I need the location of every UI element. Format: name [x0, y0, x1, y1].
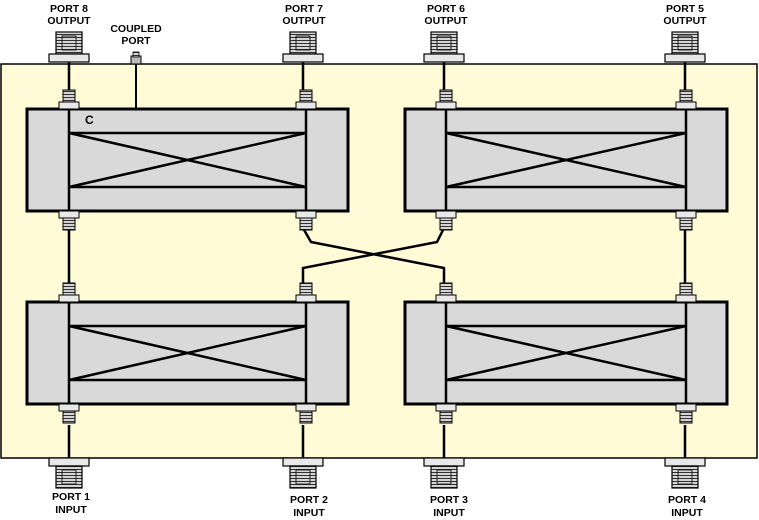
port7-role: OUTPUT [282, 15, 326, 27]
port4-role: INPUT [671, 507, 703, 519]
coupler-top-right [403, 107, 729, 213]
board-connector [435, 89, 457, 110]
board-connector [295, 89, 317, 110]
port7-name: PORT 7 [285, 3, 323, 15]
board-connector [675, 89, 697, 110]
board-connector [58, 89, 80, 110]
board-connector [295, 282, 317, 303]
board-connector [675, 403, 697, 424]
port4-connector[interactable] [664, 457, 706, 489]
board-connector [675, 282, 697, 303]
port5-connector[interactable] [664, 31, 706, 63]
port7-connector[interactable] [282, 31, 324, 63]
port6-role: OUTPUT [424, 15, 468, 27]
port8-name: PORT 8 [50, 3, 88, 15]
board-connector [295, 210, 317, 231]
port3-connector[interactable] [423, 457, 465, 489]
port8-role: OUTPUT [47, 15, 91, 27]
coupler-bottom-left [25, 300, 350, 406]
coupler-bottom-right [403, 300, 729, 406]
board-connector [295, 403, 317, 424]
coupler-mark: C [85, 113, 94, 127]
coupled-port-name: COUPLED [110, 23, 162, 35]
port2-role: INPUT [293, 507, 325, 519]
port2-connector[interactable] [282, 457, 324, 489]
coupled-port-role: PORT [121, 35, 151, 47]
coupled-port-connector[interactable] [130, 51, 142, 65]
traces [67, 60, 687, 462]
board-connector [435, 210, 457, 231]
port1-connector[interactable] [48, 457, 90, 489]
port5-role: OUTPUT [663, 15, 707, 27]
board-connector [435, 282, 457, 303]
board-connector [435, 403, 457, 424]
board-connector [58, 282, 80, 303]
board-connector [58, 210, 80, 231]
port1-role: INPUT [55, 504, 87, 516]
port4-name: PORT 4 [668, 494, 706, 506]
port2-name: PORT 2 [290, 494, 328, 506]
port5-name: PORT 5 [666, 3, 704, 15]
board-connector [58, 403, 80, 424]
port1-name: PORT 1 [52, 491, 90, 503]
port6-connector[interactable] [423, 31, 465, 63]
port3-role: INPUT [433, 507, 465, 519]
board-connector [675, 210, 697, 231]
port3-name: PORT 3 [430, 494, 468, 506]
port6-name: PORT 6 [427, 3, 465, 15]
port8-connector[interactable] [48, 31, 90, 63]
coupler-top-left [25, 107, 350, 213]
